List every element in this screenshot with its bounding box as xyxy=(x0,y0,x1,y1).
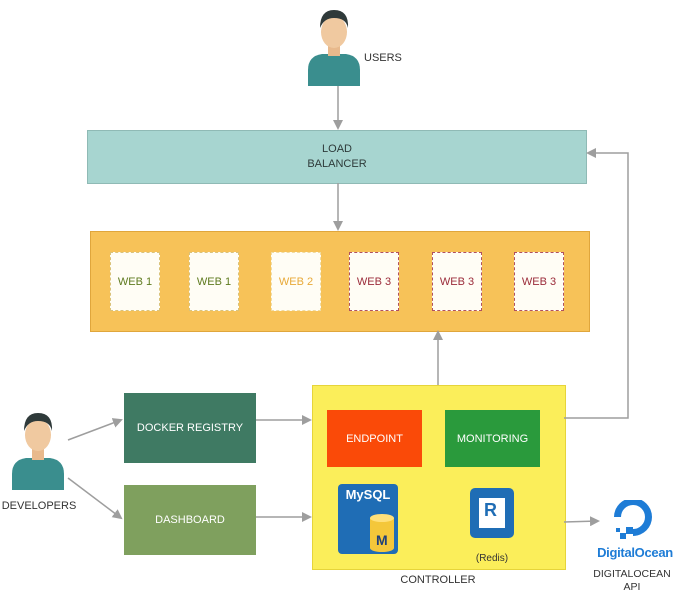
endpoint-label: ENDPOINT xyxy=(346,432,403,445)
arrow-dev-to-docker xyxy=(67,418,123,441)
load-balancer: LOAD BALANCER xyxy=(87,130,587,184)
load-balancer-line2: BALANCER xyxy=(307,158,367,170)
arrow-dev-to-dashboard xyxy=(67,477,123,520)
web-server-3c: WEB 3 xyxy=(514,252,564,311)
web-server-1b: WEB 1 xyxy=(189,252,239,311)
digitalocean-caption-line1: DIGITALOCEAN xyxy=(593,568,671,580)
dashboard-box: DASHBOARD xyxy=(124,485,256,555)
redis-caption: (Redis) xyxy=(475,553,509,564)
controller-label: CONTROLLER xyxy=(400,574,476,586)
mysql-database-icon xyxy=(370,514,394,552)
web-server-3b: WEB 3 xyxy=(432,252,482,311)
dashboard-label: DASHBOARD xyxy=(155,514,225,526)
developer-person-icon xyxy=(12,413,64,490)
monitoring-box: MONITORING xyxy=(445,410,540,467)
docker-registry-label: DOCKER REGISTRY xyxy=(136,422,244,434)
web-server-pool xyxy=(90,231,590,332)
mysql-logo-text: MySQL xyxy=(345,487,391,502)
mysql-logo-letter: M xyxy=(376,532,388,548)
web-server-1a: WEB 1 xyxy=(110,252,160,311)
users-label: USERS xyxy=(364,52,402,64)
docker-registry-box: DOCKER REGISTRY xyxy=(124,393,256,463)
endpoint-box: ENDPOINT xyxy=(327,410,422,467)
digitalocean-logo-icon xyxy=(614,500,652,539)
redis-logo-letter: R xyxy=(484,500,497,520)
developers-label: DEVELOPERS xyxy=(1,500,77,512)
web-server-3a: WEB 3 xyxy=(349,252,399,311)
user-person-icon xyxy=(308,10,360,86)
redis-logo-icon xyxy=(470,488,514,538)
web-server-2: WEB 2 xyxy=(271,252,321,311)
digitalocean-caption-line2: API xyxy=(623,581,641,593)
load-balancer-line1: LOAD xyxy=(322,143,352,155)
arrow-controller-to-digitalocean xyxy=(563,516,600,527)
monitoring-label: MONITORING xyxy=(456,432,529,445)
arrow-controller-to-lb xyxy=(564,148,629,419)
digitalocean-logo-text: DigitalOcean xyxy=(597,545,673,560)
